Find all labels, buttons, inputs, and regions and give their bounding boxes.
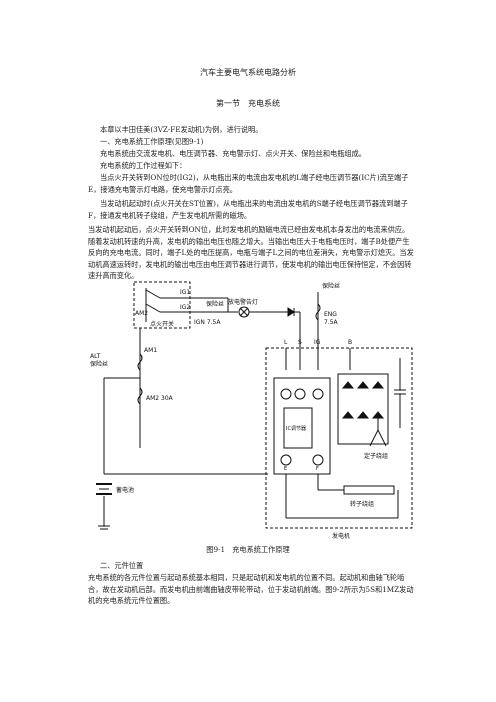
label-alt-fuse: 保险丝	[90, 360, 108, 368]
terminal-ig: IG	[314, 339, 321, 346]
rotor-coil-symbol	[343, 485, 395, 495]
label-alt: ALT	[90, 353, 101, 360]
ignition-switch-box	[133, 281, 191, 329]
label-eng-amp: 7.5A	[324, 319, 339, 326]
am2-fuse-symbol	[137, 387, 143, 405]
charging-circuit-diagram: IG1 IG2 AM2 点火开关 保险丝 放电警告灯 IGN 7.5A 保险丝 …	[90, 281, 413, 540]
figure-caption: 图9-1 充电系统工作原理	[206, 545, 290, 554]
paragraph-ignition-on: 当点火开关转到ON位时(IG2)，从电瓶出来的电流由发电机的L端子经电压调节器(…	[88, 173, 409, 194]
terminal-f: F	[316, 466, 319, 472]
label-stator: 定子绕组	[364, 452, 388, 460]
heading-component-location: 二、元件位置	[100, 561, 144, 570]
paragraph-component-location: 充电系统的各元件位置与起动系统基本相同，只是起动机和发电机的位置不同。起动机和曲…	[88, 573, 414, 605]
terminal-s: S	[298, 339, 302, 346]
label-ig1: IG1	[180, 289, 190, 296]
label-rotor: 转子绕组	[350, 500, 374, 508]
paragraph-running: 当发动机起动后，点火开关转到ON位，此时发电机的励磁电流已经由发电机本身发出的电…	[88, 225, 414, 280]
terminal-e: E	[284, 466, 287, 472]
paragraph-components: 充电系统由交流发电机、电压调节器、充电警示灯、点火开关、保险丝和电瓶组成。	[100, 149, 366, 158]
paragraph-process: 充电系统的工作过程如下：	[100, 161, 187, 170]
label-ic-regulator: IC调节器	[286, 425, 306, 432]
terminal-b: B	[348, 339, 352, 346]
label-ig2: IG2	[180, 304, 190, 311]
label-am1: AM1	[144, 347, 157, 354]
ic-regulator-box	[273, 377, 331, 475]
terminal-l: L	[284, 339, 288, 346]
section-heading: 第一节 充电系统	[216, 99, 280, 108]
label-eng: ENG	[324, 311, 337, 318]
alternator-box	[265, 347, 413, 529]
heading-principle: 一、充电系统工作原理(见图9-1)	[100, 137, 204, 146]
am1-fuse-symbol	[137, 353, 143, 371]
paragraph-starting: 当发动机起动时(点火开关在ST位置)，从电瓶出来的电流由发电机的S端子经电压调节…	[88, 199, 408, 220]
label-eng-fuse: 保险丝	[322, 282, 340, 290]
label-alternator: 发电机	[332, 532, 350, 540]
label-am2-30a: AM2 30A	[146, 395, 174, 402]
label-battery: 蓄电池	[116, 486, 134, 494]
document-title: 汽车主要电气系统电路分析	[200, 68, 296, 77]
label-fuse: 保险丝	[206, 300, 224, 308]
label-warning-lamp: 放电警告灯	[228, 298, 258, 306]
label-ign-fuse: IGN 7.5A	[194, 319, 221, 326]
label-am2: AM2	[135, 310, 148, 317]
intro-paragraph: 本章以丰田佳美(3VZ-FE发动机)为例，进行说明。	[100, 125, 263, 134]
label-ignition-switch: 点火开关	[150, 320, 174, 328]
